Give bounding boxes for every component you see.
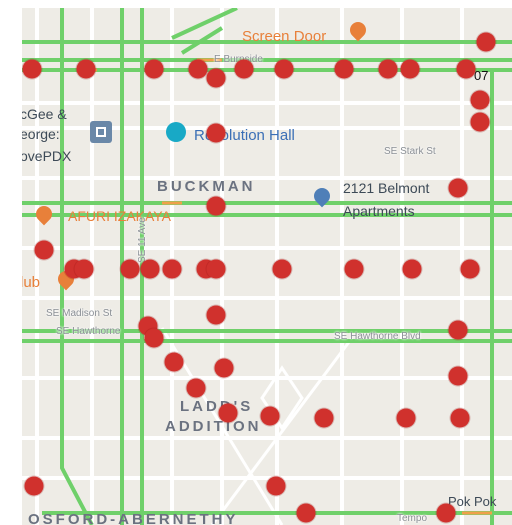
location-marker[interactable] xyxy=(402,259,422,279)
map-view[interactable]: Screen Door Revolution Hall cGee & eorge… xyxy=(22,8,512,525)
location-marker[interactable] xyxy=(476,32,496,52)
location-marker[interactable] xyxy=(456,59,476,79)
location-marker[interactable] xyxy=(260,406,280,426)
place-belmont-line1[interactable]: 2121 Belmont xyxy=(343,180,430,196)
location-marker[interactable] xyxy=(450,408,470,428)
place-screen-door[interactable]: Screen Door xyxy=(242,28,327,45)
neighborhood-buckman: BUCKMAN xyxy=(157,178,256,195)
location-marker[interactable] xyxy=(164,352,184,372)
place-belmont-line2[interactable]: Apartments xyxy=(343,203,415,219)
road-network xyxy=(22,8,512,525)
location-marker[interactable] xyxy=(436,503,456,523)
location-marker[interactable] xyxy=(144,328,164,348)
neighborhood-hosford: OSFORD-ABERNETHY xyxy=(28,511,239,525)
street-madison: SE Madison St xyxy=(46,308,113,319)
neighborhood-ladds-line2: ADDITION xyxy=(165,418,262,435)
location-marker[interactable] xyxy=(396,408,416,428)
street-hawthorne-east: SE Hawthorne Blvd xyxy=(334,331,421,342)
street-11th-ave: SE 11 Ave xyxy=(137,217,148,263)
street-hawthorne-west: SE Hawthorne xyxy=(56,326,121,337)
location-marker[interactable] xyxy=(34,240,54,260)
location-marker[interactable] xyxy=(22,59,42,79)
location-marker[interactable] xyxy=(448,178,468,198)
street-stark: SE Stark St xyxy=(384,146,436,157)
place-mcgee-line2[interactable]: eorge: xyxy=(22,126,60,142)
location-marker[interactable] xyxy=(144,59,164,79)
location-marker[interactable] xyxy=(470,112,490,132)
location-marker[interactable] xyxy=(400,59,420,79)
location-marker[interactable] xyxy=(186,378,206,398)
location-marker[interactable] xyxy=(24,476,44,496)
place-lovepdx[interactable]: ovePDX xyxy=(22,148,72,164)
location-marker[interactable] xyxy=(296,503,316,523)
location-marker[interactable] xyxy=(218,403,238,423)
location-marker[interactable] xyxy=(206,123,226,143)
location-marker[interactable] xyxy=(74,259,94,279)
location-marker[interactable] xyxy=(120,259,140,279)
place-mcgee-line1[interactable]: cGee & xyxy=(22,106,67,122)
neighborhood-ladds-line1: LADD'S xyxy=(180,398,254,415)
location-marker[interactable] xyxy=(162,259,182,279)
location-marker[interactable] xyxy=(206,68,226,88)
location-marker[interactable] xyxy=(272,259,292,279)
place-afuri[interactable]: AFURI IZAKAYA xyxy=(68,208,171,224)
location-marker[interactable] xyxy=(314,408,334,428)
location-marker[interactable] xyxy=(460,259,480,279)
place-pok-pok[interactable]: Pok Pok xyxy=(448,494,497,509)
place-club[interactable]: lub xyxy=(22,274,41,291)
street-burnside: E Burnside xyxy=(214,54,263,65)
location-marker[interactable] xyxy=(206,305,226,325)
music-venue-icon[interactable] xyxy=(166,122,186,142)
location-marker[interactable] xyxy=(448,320,468,340)
location-marker[interactable] xyxy=(76,59,96,79)
location-marker[interactable] xyxy=(334,59,354,79)
shopping-icon[interactable] xyxy=(90,121,112,143)
location-marker[interactable] xyxy=(274,59,294,79)
location-marker[interactable] xyxy=(234,59,254,79)
location-marker[interactable] xyxy=(470,90,490,110)
location-marker[interactable] xyxy=(266,476,286,496)
location-marker[interactable] xyxy=(140,259,160,279)
marker-count-label: 07 xyxy=(474,68,489,83)
location-marker[interactable] xyxy=(344,259,364,279)
location-marker[interactable] xyxy=(378,59,398,79)
location-marker[interactable] xyxy=(206,259,226,279)
location-marker[interactable] xyxy=(448,366,468,386)
location-marker[interactable] xyxy=(214,358,234,378)
location-marker[interactable] xyxy=(188,59,208,79)
place-tempo[interactable]: Tempo xyxy=(397,513,428,524)
location-marker[interactable] xyxy=(206,196,226,216)
